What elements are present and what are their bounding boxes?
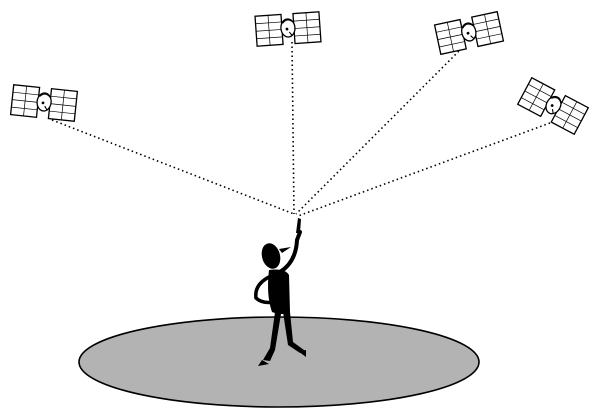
signal-line-1 (51, 119, 295, 215)
satellite-icon (254, 11, 322, 47)
signal-line-2 (291, 41, 295, 215)
signal-line-3 (295, 47, 463, 215)
satellite-icon (433, 11, 505, 55)
person-icon (254, 218, 306, 366)
signal-line-4 (297, 122, 551, 217)
ground-plane (78, 316, 480, 408)
satellite-icon (517, 77, 589, 135)
satellite-icon (9, 84, 79, 122)
